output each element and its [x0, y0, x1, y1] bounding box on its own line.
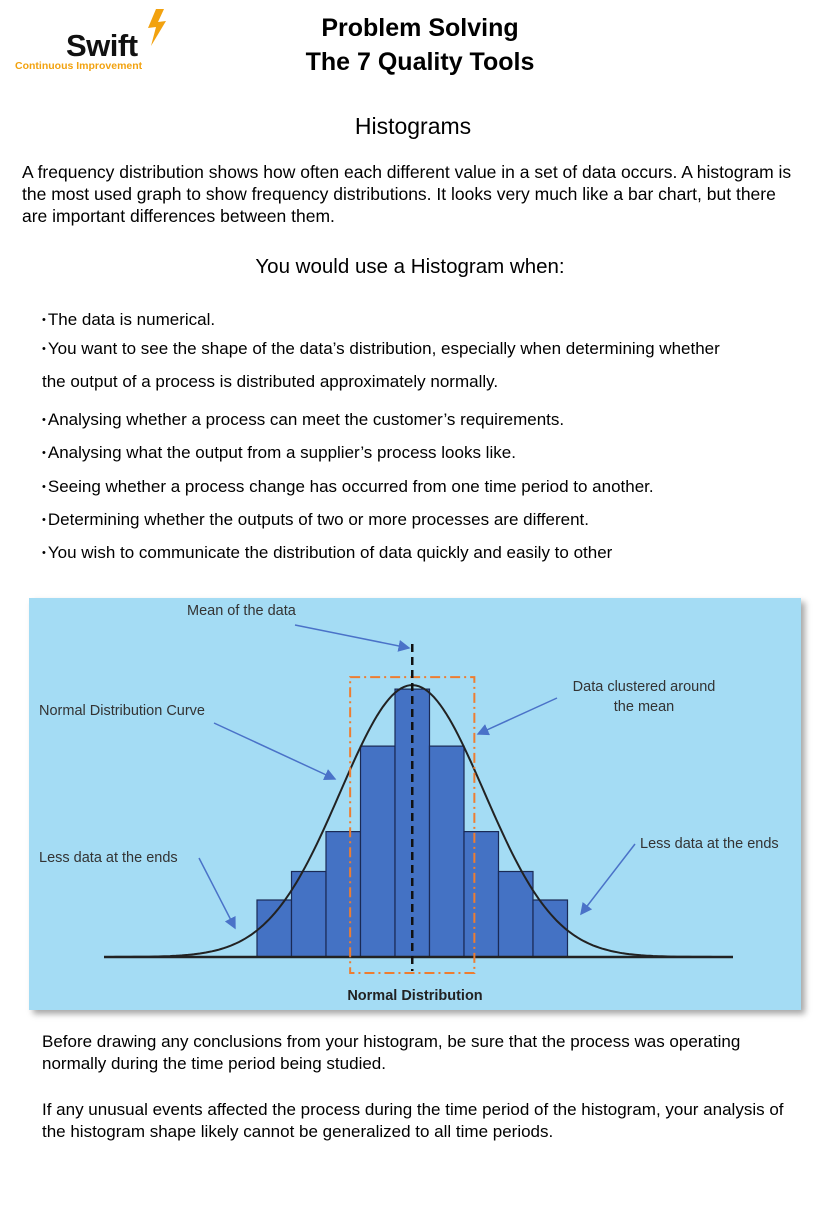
- logo-wordmark: Swift: [66, 28, 138, 63]
- bullet-item: •The data is numerical.: [42, 310, 215, 330]
- bullet-item: •Seeing whether a process change has occ…: [42, 477, 654, 497]
- section-title: Histograms: [354, 113, 472, 139]
- bullet-item: •Analysing whether a process can meet th…: [42, 410, 564, 430]
- histogram-bars: [256, 688, 569, 958]
- title-line-2: The 7 Quality Tools: [305, 48, 535, 76]
- ends-right-annotation: Less data at the ends: [640, 836, 779, 852]
- note-paragraph-2: If any unusual events affected the proce…: [42, 1100, 784, 1141]
- bullet-item: •You want to see the shape of the data’s…: [42, 339, 720, 359]
- swift-logo: Swift Continuous Improvement: [14, 8, 174, 74]
- bullet-item: •Determining whether the outputs of two …: [42, 510, 589, 530]
- mean-annotation: Mean of the data: [187, 603, 296, 619]
- curve-arrow: [213, 722, 337, 781]
- bullet-icon: •: [42, 414, 46, 426]
- bullet-item: •You wish to communicate the distributio…: [42, 543, 612, 563]
- mean-arrow: [294, 624, 411, 652]
- bullet-icon: •: [42, 314, 46, 326]
- clustered-arrow: [476, 697, 558, 736]
- ends-right-arrow: [580, 843, 636, 916]
- histogram-bar: [325, 831, 362, 958]
- bullet-icon: •: [42, 447, 46, 459]
- histogram-bar: [463, 831, 500, 958]
- histogram-chart: [104, 624, 733, 974]
- bullet-text: The data is numerical.: [47, 310, 216, 329]
- bullet-text: Seeing whether a process change has occu…: [47, 477, 654, 496]
- curve-annotation: Normal Distribution Curve: [39, 703, 205, 719]
- bullet-text: You want to see the shape of the data’s …: [47, 339, 720, 358]
- histogram-bar: [359, 745, 396, 958]
- bullet-text: Analysing whether a process can meet the…: [47, 410, 565, 429]
- normal-distribution-figure: Mean of the data Normal Distribution Cur…: [29, 598, 801, 1010]
- bullet-text: the output of a process is distributed a…: [42, 372, 499, 391]
- use-when-heading: You would use a Histogram when:: [255, 255, 565, 278]
- bullet-text: Analysing what the output from a supplie…: [47, 443, 516, 462]
- clustered-annotation-line-2: the mean: [613, 699, 675, 715]
- histogram-bar: [497, 870, 534, 958]
- bullet-continuation: the output of a process is distributed a…: [42, 372, 498, 392]
- figure-caption: Normal Distribution: [347, 988, 483, 1004]
- ends-left-annotation: Less data at the ends: [39, 850, 178, 866]
- intro-paragraph: A frequency distribution shows how often…: [22, 162, 792, 226]
- bullet-icon: •: [42, 481, 46, 493]
- bullet-icon: •: [42, 514, 46, 526]
- bullet-icon: •: [42, 343, 46, 355]
- note-paragraph-1: Before drawing any conclusions from your…: [42, 1032, 741, 1073]
- bullet-item: •Analysing what the output from a suppli…: [42, 443, 516, 463]
- clustered-annotation: Data clustered around the mean: [564, 677, 724, 717]
- histogram-bar: [290, 870, 327, 958]
- logo-tagline: Continuous Improvement: [15, 60, 143, 72]
- ends-left-arrow: [198, 857, 236, 930]
- histogram-bar: [532, 899, 569, 958]
- bullet-text: You wish to communicate the distribution…: [47, 543, 613, 562]
- histogram-bar: [428, 745, 465, 958]
- bullet-icon: •: [42, 547, 46, 559]
- bullet-text: Determining whether the outputs of two o…: [47, 510, 589, 529]
- clustered-annotation-line-1: Data clustered around: [572, 679, 716, 695]
- histogram-bar: [256, 899, 293, 958]
- title-line-1: Problem Solving: [321, 14, 519, 42]
- normal-distribution-curve: [104, 684, 731, 958]
- page-title: Problem Solving The 7 Quality Tools: [230, 11, 610, 79]
- lightning-bolt-icon: [148, 9, 166, 46]
